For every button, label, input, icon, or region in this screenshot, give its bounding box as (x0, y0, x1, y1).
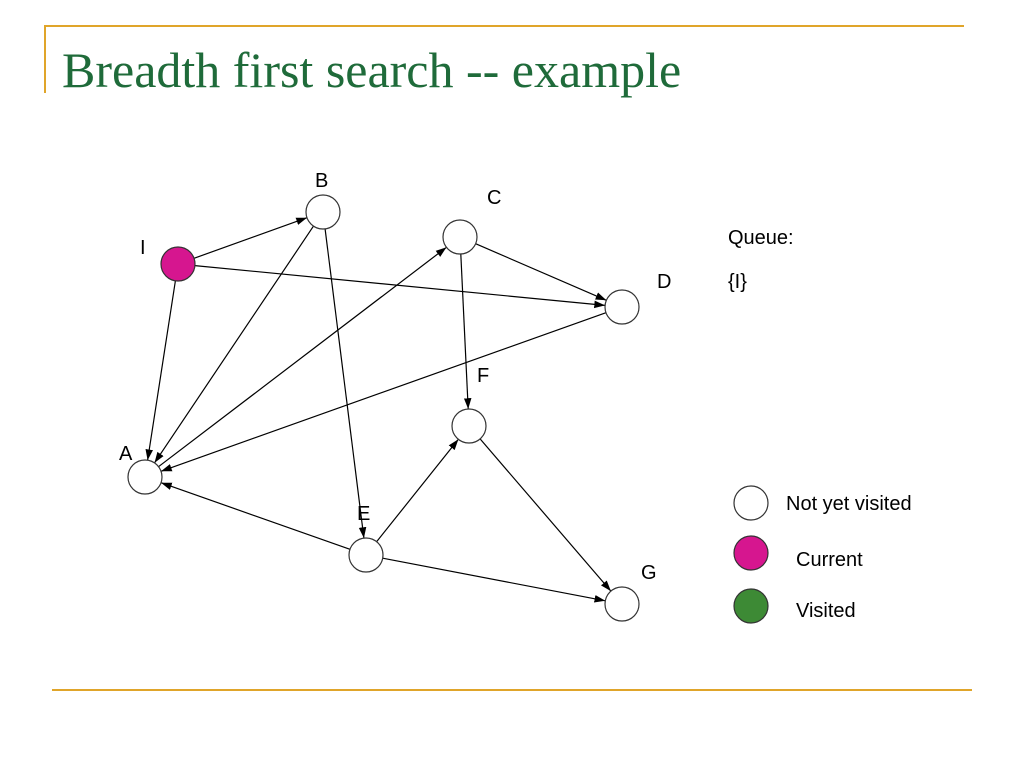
node-circle-c (442, 219, 478, 255)
edge-e-to-a (160, 482, 351, 550)
node-label-g: G (641, 562, 657, 584)
legend-swatch-current (733, 535, 769, 571)
left-accent-rule (44, 25, 46, 93)
node-a: A (119, 443, 163, 495)
node-circle-d (604, 289, 640, 325)
queue-label: Queue: (728, 227, 794, 249)
node-i: I (140, 237, 196, 282)
node-g: G (604, 562, 657, 622)
edge-e-to-g (382, 557, 606, 603)
queue-contents: {I} (728, 271, 747, 293)
legend-item-not-visited: Not yet visited (733, 485, 912, 521)
legend-label-not-visited: Not yet visited (786, 493, 912, 515)
node-c: C (442, 187, 501, 255)
edge-c-to-d (475, 243, 607, 301)
node-circle-b (305, 194, 341, 230)
edge-e-to-f (376, 438, 459, 543)
legend-item-current: Current (733, 535, 863, 571)
legend-label-current: Current (796, 549, 863, 571)
edge-b-to-a (154, 225, 314, 464)
legend-swatch-not-visited (733, 485, 769, 521)
node-label-c: C (487, 187, 501, 209)
node-b: B (305, 170, 341, 230)
node-label-f: F (477, 365, 489, 387)
node-f: F (451, 365, 489, 444)
edge-i-to-d (194, 265, 606, 309)
legend-item-visited: Visited (733, 588, 856, 624)
edge-b-to-e (324, 228, 367, 539)
node-label-e: E (357, 503, 370, 525)
node-circle-f (451, 408, 487, 444)
node-label-b: B (315, 170, 328, 192)
node-circle-i (160, 246, 196, 282)
edge-c-to-f (460, 253, 472, 410)
edge-a-to-c (158, 246, 447, 468)
legend-swatch-visited (733, 588, 769, 624)
top-accent-rule (44, 25, 964, 27)
legend-label-visited: Visited (796, 600, 856, 622)
node-circle-e (348, 537, 384, 573)
edge-i-to-b (193, 217, 308, 259)
edge-d-to-a (160, 312, 607, 472)
queue-panel: Queue: {I} (728, 227, 794, 293)
bottom-accent-rule (52, 689, 972, 691)
edges-layer (145, 217, 612, 603)
node-e: E (348, 503, 384, 573)
node-label-d: D (657, 271, 671, 293)
nodes-layer: I B C D F A E G (119, 170, 671, 622)
node-label-a: A (119, 443, 133, 465)
node-label-i: I (140, 237, 146, 259)
slide-title: Breadth first search -- example (62, 42, 682, 98)
node-circle-g (604, 586, 640, 622)
node-circle-a (127, 459, 163, 495)
edge-f-to-g (479, 438, 612, 592)
edge-i-to-a (145, 280, 176, 461)
node-d: D (604, 271, 671, 325)
